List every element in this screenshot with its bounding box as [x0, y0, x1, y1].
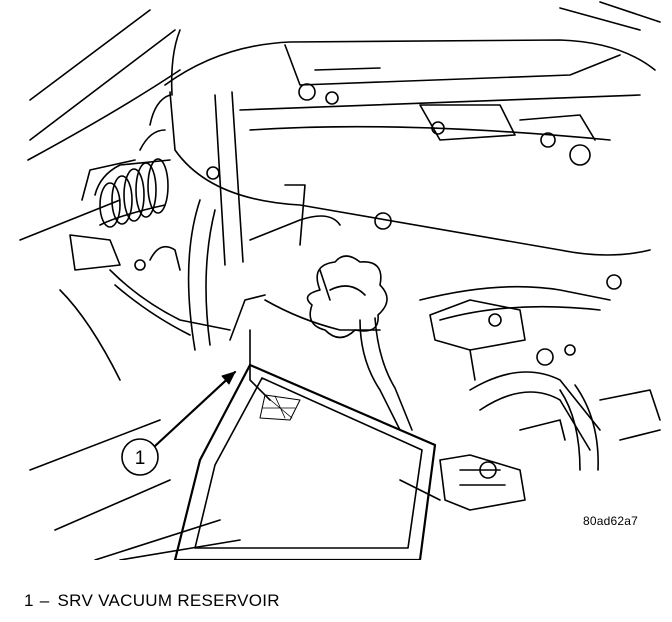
srv-vacuum-reservoir — [173, 363, 437, 560]
legend-item-label: SRV VACUUM RESERVOIR — [57, 591, 280, 610]
legend-item-number: 1 — [24, 591, 34, 610]
engine-cover — [164, 1, 661, 290]
lower-components — [134, 245, 661, 511]
legend-separator: – — [39, 591, 50, 610]
intake-bellows — [69, 94, 171, 271]
callout-1-number: 1 — [135, 448, 146, 469]
cap-assembly — [306, 255, 576, 381]
fender-lines — [19, 9, 241, 560]
callout-legend: 1–SRV VACUUM RESERVOIR — [24, 591, 280, 611]
engine-compartment-illustration: 1 — [19, 1, 661, 560]
callout-1-leader — [121, 370, 237, 476]
hoses-and-wiring — [59, 91, 611, 471]
figure-reference-code: 80ad62a7 — [583, 514, 638, 528]
